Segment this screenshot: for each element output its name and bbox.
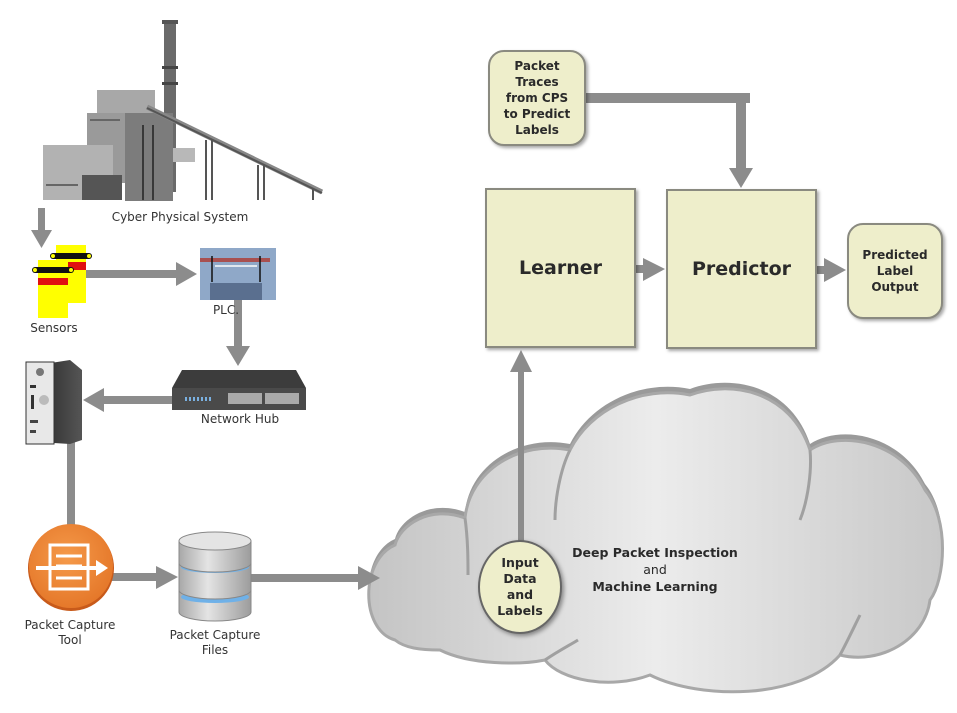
- traces-line: Packet: [514, 59, 560, 73]
- output-line: Output: [871, 280, 919, 294]
- plc-icon: [200, 248, 276, 300]
- input-line: and: [506, 587, 534, 602]
- cloud-line1: Deep Packet Inspection: [572, 545, 738, 560]
- computer-tower-icon: [25, 360, 82, 445]
- hub-label: Network Hub: [200, 412, 280, 426]
- arrow-hub-to-computer: [83, 388, 172, 412]
- traces-line: to Predict: [503, 107, 571, 121]
- traces-line: from CPS: [505, 91, 569, 105]
- arrow-sensors-to-plc: [80, 262, 197, 286]
- cloud-line2: and: [643, 562, 667, 577]
- traces-line: Labels: [515, 123, 559, 137]
- sensor-icon: [32, 245, 92, 318]
- capture-files-label-line2: Files: [201, 643, 229, 657]
- predictor-box: Predictor: [666, 189, 817, 349]
- learner-label: Learner: [519, 257, 602, 279]
- capture-files-label-line1: Packet Capture: [169, 628, 261, 642]
- arrow-learner-to-predictor: [636, 258, 665, 281]
- arrow-plc-to-hub: [226, 300, 250, 366]
- input-line: Input: [501, 555, 539, 570]
- output-line: Predicted: [862, 248, 928, 262]
- output-line: Label: [876, 264, 914, 278]
- input-line: Data: [503, 571, 537, 586]
- arrow-input-to-learner: [510, 350, 532, 542]
- packet-traces-box: Packet Traces from CPS to Predict Labels: [488, 50, 586, 146]
- arrow-traces-to-predictor: [585, 93, 753, 188]
- cloud-shape: [367, 382, 944, 694]
- input-line: Labels: [497, 603, 543, 618]
- learner-box: Learner: [485, 188, 636, 348]
- arrow-cps-to-sensors: [31, 208, 52, 248]
- capture-tool-label-line2: Tool: [58, 633, 82, 647]
- factory-icon: [43, 20, 324, 201]
- arrow-capture-tool-to-files: [112, 566, 178, 589]
- cps-label: Cyber Physical System: [111, 210, 249, 224]
- input-data-circle: Input Data and Labels: [478, 540, 562, 634]
- traces-line: Traces: [515, 75, 559, 89]
- arrow-predictor-to-output: [817, 258, 846, 282]
- capture-files-label: Packet Capture Files: [150, 628, 280, 658]
- capture-tool-label-line1: Packet Capture: [24, 618, 116, 632]
- arrow-files-to-cloud: [250, 566, 380, 590]
- capture-tool-label: Packet Capture Tool: [5, 618, 135, 648]
- network-hub-icon: [172, 370, 306, 410]
- database-icon: [178, 531, 252, 622]
- sensors-label: Sensors: [30, 321, 78, 335]
- cloud-line3: Machine Learning: [592, 579, 718, 594]
- predicted-output-box: Predicted Label Output: [847, 223, 943, 319]
- packet-capture-tool-icon: [28, 524, 114, 611]
- cloud-label: Deep Packet Inspection and Machine Learn…: [560, 544, 750, 595]
- plc-label: PLC.: [212, 303, 240, 317]
- predictor-label: Predictor: [691, 258, 792, 280]
